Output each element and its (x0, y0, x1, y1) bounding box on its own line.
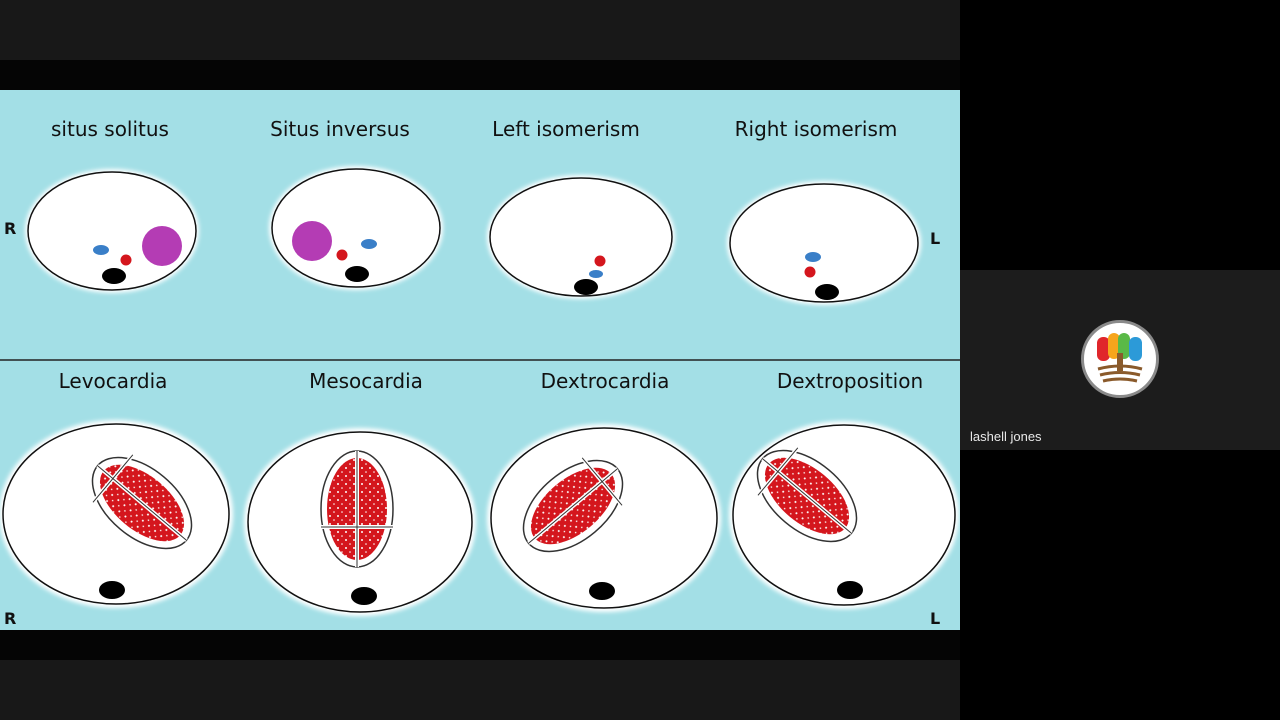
side-label-left-bottom: L (930, 609, 940, 628)
spine (351, 587, 377, 605)
participant-name: lashell jones (970, 429, 1042, 444)
aorta (120, 254, 132, 266)
cross-section-situs-solitus (25, 169, 199, 293)
spine (345, 266, 369, 282)
top-letterbox (0, 0, 960, 60)
heart (91, 453, 193, 550)
aorta (594, 255, 606, 267)
spleen (292, 221, 332, 261)
aorta (804, 266, 816, 278)
cross-section-dextroposition (729, 421, 959, 609)
label-right-isomerism: Right isomerism (735, 117, 898, 141)
aorta (336, 249, 348, 261)
shared-slide: situs solitus Situs inversus Left isomer… (0, 90, 960, 630)
ivc (361, 239, 377, 249)
cross-section-levocardia (0, 420, 233, 608)
label-dextroposition: Dextroposition (777, 369, 923, 393)
side-label-left-top: L (930, 229, 940, 248)
label-dextrocardia: Dextrocardia (541, 369, 670, 393)
cross-section-mesocardia (244, 428, 476, 616)
participant-tile[interactable]: lashell jones (960, 270, 1280, 450)
situs-diagram: situs solitus Situs inversus Left isomer… (0, 90, 960, 630)
cross-section-situs-inversus (269, 166, 443, 290)
ivc (93, 245, 109, 255)
azygos (589, 270, 603, 278)
spine (574, 279, 598, 295)
label-mesocardia: Mesocardia (309, 369, 423, 393)
spine (99, 581, 125, 599)
heart (320, 450, 394, 568)
side-label-right-top: R (4, 219, 16, 238)
cross-section-left-isomerism (487, 175, 675, 299)
side-label-right-bottom: R (4, 609, 16, 628)
spleen (142, 226, 182, 266)
tree-logo-icon (1081, 320, 1159, 398)
ivc (805, 252, 821, 262)
heart (756, 446, 858, 543)
spine (815, 284, 839, 300)
label-situs-solitus: situs solitus (51, 117, 169, 141)
label-levocardia: Levocardia (59, 369, 168, 393)
spine (589, 582, 615, 600)
spine (837, 581, 863, 599)
bottom-letterbox (0, 660, 960, 720)
screen-share-area: situs solitus Situs inversus Left isomer… (0, 0, 960, 720)
spine (102, 268, 126, 284)
label-situs-inversus: Situs inversus (270, 117, 410, 141)
cross-section-dextrocardia (487, 424, 721, 612)
cross-section-right-isomerism (727, 181, 921, 305)
label-left-isomerism: Left isomerism (492, 117, 640, 141)
heart (522, 456, 624, 553)
